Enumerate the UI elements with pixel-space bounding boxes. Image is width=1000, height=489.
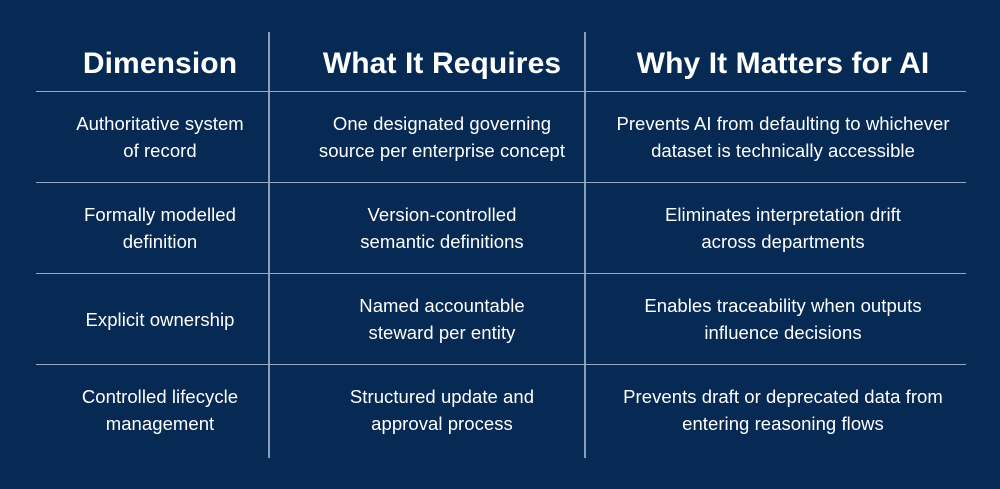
cell-dimension-text: Explicit ownership [85,308,235,330]
table-row: Controlled lifecycle management Structur… [36,364,966,455]
cell-requires: Version-controlled semantic definitions [284,183,600,273]
cell-matters-text: Prevents AI from defaulting to whichever… [616,113,950,161]
cell-dimension: Authoritative system of record [36,92,284,182]
table-header-row: Dimension What It Requires Why It Matter… [36,14,966,91]
table-row: Formally modelled definition Version-con… [36,182,966,273]
column-divider-1 [268,32,270,458]
cell-requires: Named accountable steward per entity [284,274,600,364]
comparison-table: Dimension What It Requires Why It Matter… [36,14,966,460]
column-header-why-it-matters-for-ai-label: Why It Matters for AI [636,47,930,80]
column-header-what-it-requires-label: What It Requires [322,47,562,80]
cell-requires-text: One designated governing source per ente… [318,113,566,161]
table-row: Authoritative system of record One desig… [36,91,966,182]
column-divider-2 [584,32,586,458]
cell-matters-text: Prevents draft or deprecated data from e… [623,386,943,434]
cell-dimension-text: Controlled lifecycle management [81,386,239,434]
cell-requires-text: Structured update and approval process [349,386,535,434]
cell-matters: Eliminates interpretation drift across d… [600,183,966,273]
cell-requires-text: Named accountable steward per entity [359,295,525,343]
cell-dimension-text: Authoritative system of record [76,113,244,161]
column-header-why-it-matters-for-ai: Why It Matters for AI [600,14,966,91]
column-header-dimension-label: Dimension [82,47,238,80]
cell-matters-text: Eliminates interpretation drift across d… [665,204,901,252]
cell-requires: Structured update and approval process [284,365,600,455]
cell-matters-text: Enables traceability when outputs influe… [644,295,922,343]
column-header-what-it-requires: What It Requires [284,14,600,91]
cell-dimension: Controlled lifecycle management [36,365,284,455]
cell-dimension-text: Formally modelled definition [84,204,236,252]
table-row: Explicit ownership Named accountable ste… [36,273,966,364]
cell-dimension: Explicit ownership [36,274,284,364]
cell-requires: One designated governing source per ente… [284,92,600,182]
column-header-dimension: Dimension [36,14,284,91]
cell-requires-text: Version-controlled semantic definitions [360,204,524,252]
cell-matters: Prevents AI from defaulting to whichever… [600,92,966,182]
cell-dimension: Formally modelled definition [36,183,284,273]
cell-matters: Enables traceability when outputs influe… [600,274,966,364]
cell-matters: Prevents draft or deprecated data from e… [600,365,966,455]
